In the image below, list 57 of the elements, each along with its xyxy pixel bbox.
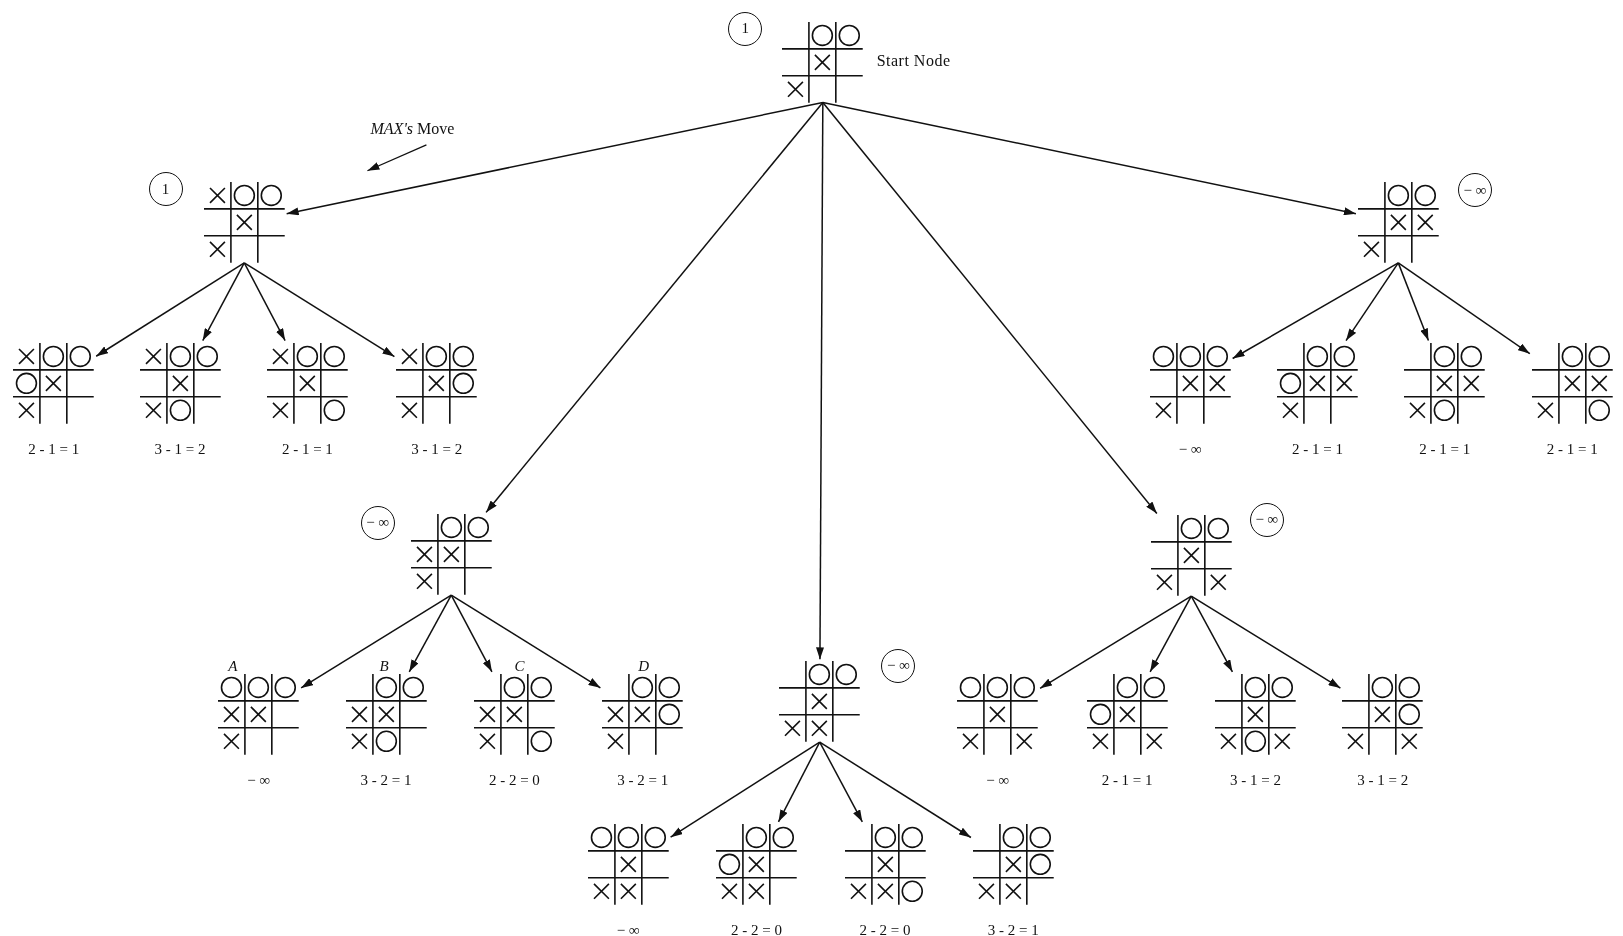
score-label: 2 - 2 = 0 xyxy=(488,772,540,788)
arrow xyxy=(1190,595,1234,673)
board-letter: D xyxy=(638,657,650,674)
score-label: − ∞ xyxy=(247,772,271,788)
arrow xyxy=(485,101,824,514)
arrow xyxy=(777,741,821,823)
score-label: 3 - 2 = 1 xyxy=(987,922,1039,936)
arrow xyxy=(1190,595,1342,689)
circled-value: − ∞ xyxy=(881,648,916,683)
board-letter: B xyxy=(379,657,389,674)
score-label: 2 - 1 = 1 xyxy=(1419,441,1471,457)
arrow xyxy=(816,101,824,661)
score-label: − ∞ xyxy=(616,922,640,936)
score-label: 3 - 2 = 1 xyxy=(360,772,412,788)
arrow xyxy=(818,741,972,839)
board-letter: C xyxy=(514,657,525,674)
arrow xyxy=(243,262,286,342)
score-label: − ∞ xyxy=(1178,441,1202,457)
circled-value: 1 xyxy=(728,11,763,46)
arrow xyxy=(1149,595,1193,673)
arrow xyxy=(408,594,452,673)
score-label: 2 - 1 = 1 xyxy=(1546,441,1598,457)
arrow xyxy=(300,594,452,689)
arrow xyxy=(1397,262,1531,355)
arrow xyxy=(285,101,824,216)
circled-value: 1 xyxy=(148,172,183,207)
score-label: 2 - 1 = 1 xyxy=(28,441,80,457)
circled-value: − ∞ xyxy=(360,505,395,540)
circled-value: − ∞ xyxy=(1457,173,1492,208)
arrow xyxy=(1231,262,1400,360)
node-caption: Start Node xyxy=(876,52,951,71)
arrow xyxy=(669,741,821,838)
score-label: 3 - 1 = 2 xyxy=(411,441,463,457)
arrow xyxy=(1345,262,1400,342)
move-label: MAX's Move xyxy=(370,120,455,139)
score-label: 2 - 2 = 0 xyxy=(859,922,911,936)
arrow xyxy=(202,262,245,342)
score-label: 3 - 1 = 2 xyxy=(1357,772,1409,788)
arrow xyxy=(450,594,602,689)
arrow xyxy=(1039,595,1193,690)
score-label: 2 - 2 = 0 xyxy=(731,922,783,936)
arrow xyxy=(1397,262,1430,342)
score-label: 3 - 1 = 2 xyxy=(1229,772,1281,788)
board-letter: A xyxy=(228,657,238,674)
arrow xyxy=(243,262,396,358)
score-label: − ∞ xyxy=(986,772,1010,788)
score-label: 2 - 1 = 1 xyxy=(281,441,333,457)
arrow xyxy=(95,262,245,357)
score-label: 2 - 1 = 1 xyxy=(1101,772,1153,788)
arrow xyxy=(822,101,1357,216)
arrow xyxy=(822,101,1158,515)
score-label: 3 - 1 = 2 xyxy=(154,441,206,457)
arrow xyxy=(818,741,864,823)
circled-value: − ∞ xyxy=(1249,502,1284,537)
arrow xyxy=(450,594,493,673)
score-label: 3 - 2 = 1 xyxy=(617,772,669,788)
score-label: 2 - 1 = 1 xyxy=(1292,441,1344,457)
